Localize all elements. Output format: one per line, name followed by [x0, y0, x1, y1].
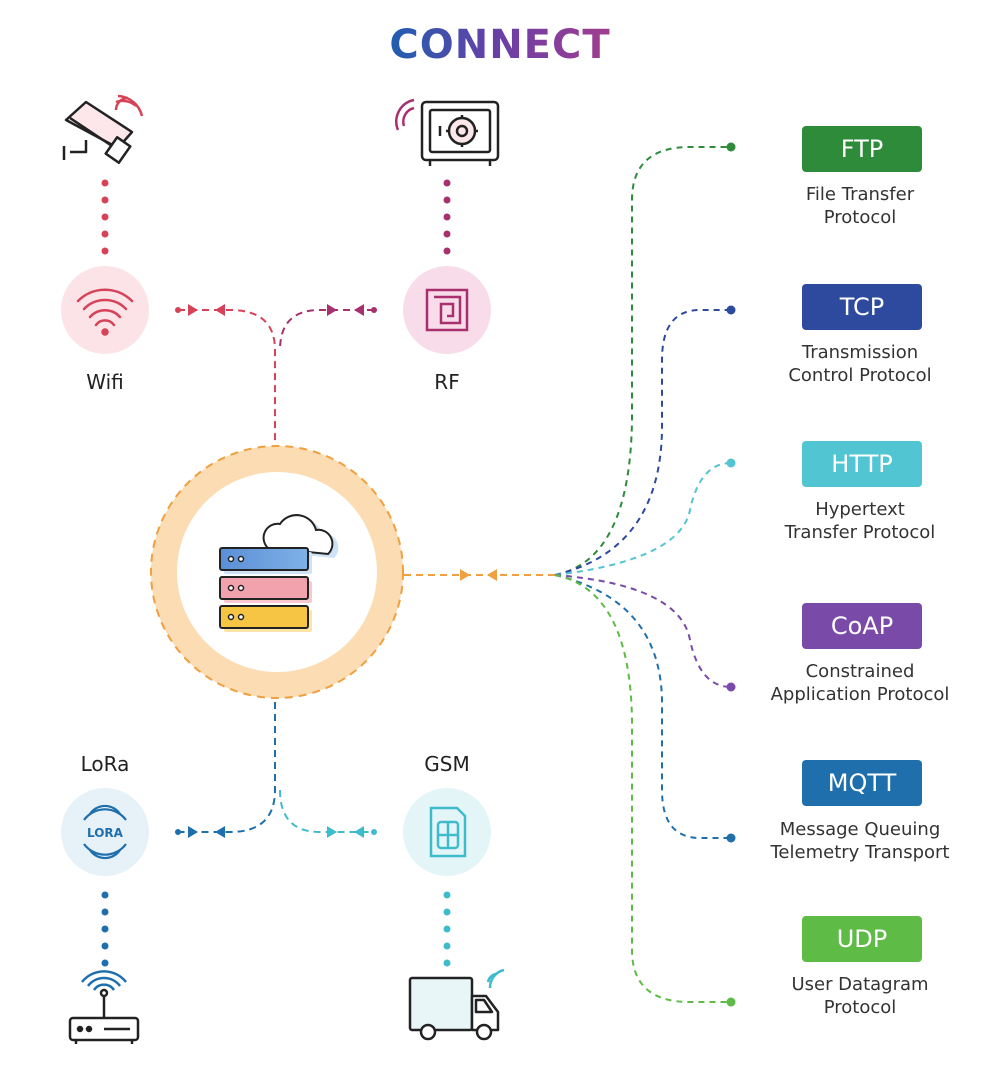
- coap-description: Constrained Application Protocol: [750, 660, 970, 706]
- page-title-text: CONNECT: [389, 22, 611, 68]
- wifi-camera-link: [101, 179, 109, 255]
- rf-arrows: [327, 304, 377, 316]
- coap-desc-line1: Constrained: [805, 661, 915, 682]
- lora-label: LoRa: [80, 752, 130, 776]
- gsm-hub-connector: [279, 789, 374, 833]
- protocol-endpoints: [726, 142, 736, 1007]
- wifi-node[interactable]: [61, 266, 149, 354]
- gsm-arrows: [327, 826, 377, 838]
- mqtt-description: Message Queuing Telemetry Transport: [750, 818, 970, 864]
- rf-label: RF: [434, 370, 460, 394]
- delivery-truck-icon: [408, 968, 505, 1041]
- lora-hub-connector: [178, 702, 276, 833]
- ftp-desc-line2: Protocol: [823, 207, 897, 228]
- http-description: Hypertext Transfer Protocol: [750, 498, 970, 544]
- udp-desc-line1: User Datagram: [791, 974, 929, 995]
- hub-arrows: [460, 569, 497, 581]
- gsm-node[interactable]: [403, 788, 491, 876]
- coap-curve: [554, 574, 732, 688]
- udp-curve: [554, 574, 731, 1003]
- http-endpoint: [726, 458, 736, 468]
- coap-badge[interactable]: CoAP: [802, 603, 922, 649]
- mqtt-endpoint: [726, 833, 736, 843]
- coap-desc-line2: Application Protocol: [770, 684, 950, 705]
- tcp-description: Transmission Control Protocol: [750, 341, 970, 387]
- rf-chip-icon: [425, 288, 469, 332]
- lora-badge-text: LORA: [87, 826, 124, 840]
- hub-node[interactable]: [150, 445, 404, 699]
- http-desc-line1: Hypertext: [815, 499, 905, 520]
- ftp-desc-line1: File Transfer: [805, 184, 915, 205]
- mqtt-curve: [554, 574, 731, 839]
- ftp-endpoint: [726, 142, 736, 152]
- mqtt-desc-line1: Message Queuing: [779, 819, 941, 840]
- http-badge[interactable]: HTTP: [802, 441, 922, 487]
- server-cloud-icon: [219, 514, 339, 632]
- rf-safe-link: [443, 179, 451, 255]
- wifi-arrows: [175, 304, 225, 316]
- lora-arrows: [175, 826, 225, 838]
- mqtt-badge[interactable]: MQTT: [802, 760, 922, 806]
- udp-description: User Datagram Protocol: [750, 973, 970, 1019]
- tcp-endpoint: [726, 305, 736, 315]
- security-camera-icon: [62, 94, 144, 165]
- router-icon: [68, 970, 140, 1044]
- udp-endpoint: [726, 997, 736, 1007]
- ftp-badge[interactable]: FTP: [802, 126, 922, 172]
- wifi-label: Wifi: [86, 370, 124, 394]
- lora-router-link: [101, 891, 109, 967]
- http-desc-line2: Transfer Protocol: [784, 522, 936, 543]
- tcp-badge[interactable]: TCP: [802, 284, 922, 330]
- gsm-label: GSM: [424, 752, 470, 776]
- lora-icon: [83, 804, 127, 860]
- ftp-description: File Transfer Protocol: [750, 183, 970, 229]
- sim-card-icon: [429, 806, 467, 858]
- lora-node[interactable]: LORA: [61, 788, 149, 876]
- udp-desc-line2: Protocol: [823, 997, 897, 1018]
- rf-node[interactable]: [403, 266, 491, 354]
- gsm-truck-link: [443, 891, 451, 967]
- rf-hub-connector: [279, 309, 374, 351]
- tcp-curve: [554, 309, 731, 576]
- tcp-desc-line1: Transmission: [801, 342, 919, 363]
- http-curve: [554, 462, 732, 576]
- page-title: CONNECT: [0, 22, 1000, 68]
- protocol-fanout: [554, 146, 732, 1003]
- udp-badge[interactable]: UDP: [802, 916, 922, 962]
- safe-icon: [395, 98, 500, 166]
- mqtt-desc-line2: Telemetry Transport: [770, 842, 950, 863]
- ftp-curve: [554, 146, 731, 576]
- coap-endpoint: [726, 682, 736, 692]
- wifi-hub-connector: [178, 309, 276, 444]
- wifi-icon: [76, 288, 134, 336]
- tcp-desc-line2: Control Protocol: [788, 365, 932, 386]
